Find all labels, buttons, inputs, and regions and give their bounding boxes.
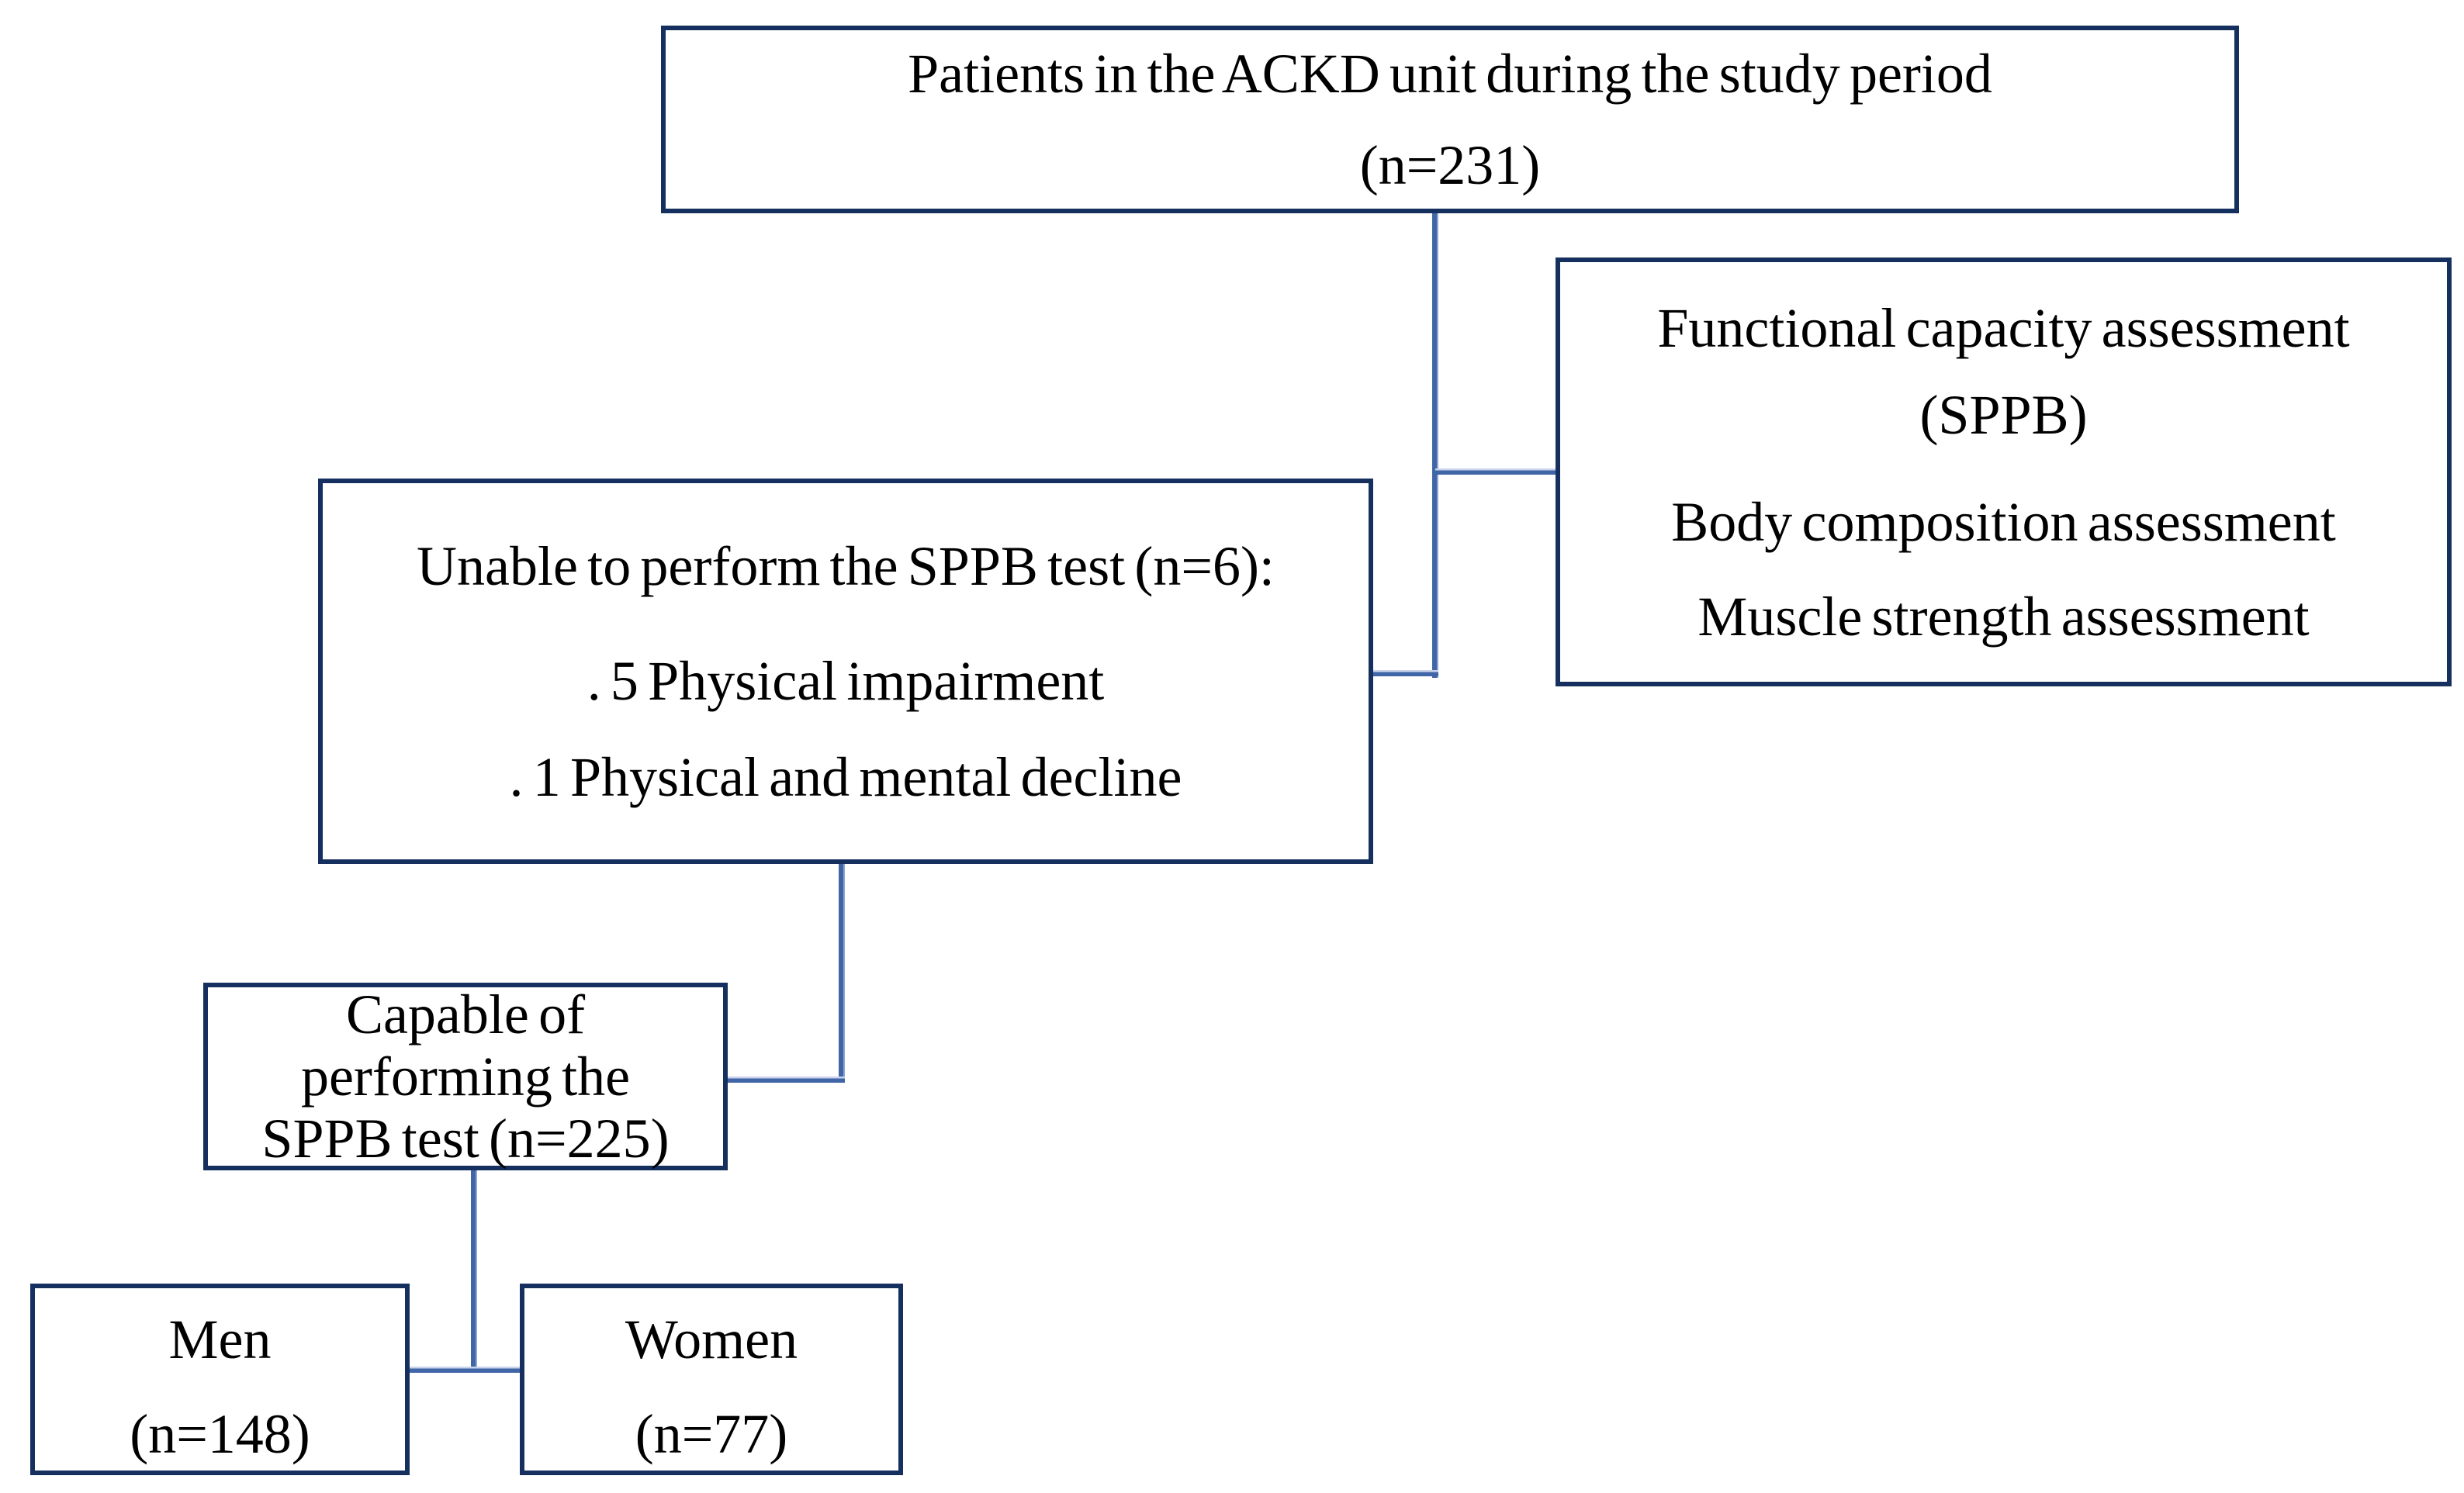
men-line-label: Men: [168, 1308, 272, 1370]
capable-line-1: Capable of: [345, 983, 586, 1045]
patients-line-count: (n=231): [1359, 134, 1541, 196]
box-assessments: Functional capacity assessment (SPPB) Bo…: [1556, 257, 2452, 686]
women-line-count: (n=77): [635, 1402, 788, 1465]
unable-line-title: Unable to perform the SPPB test (n=6):: [417, 534, 1275, 597]
women-line-label: Women: [625, 1308, 798, 1370]
connector-top-vertical: [1432, 213, 1438, 678]
men-line-count: (n=148): [130, 1402, 310, 1465]
unable-line-physical-mental-decline: . 1 Physical and mental decline: [509, 745, 1182, 808]
connector-men-women: [409, 1367, 526, 1373]
assessments-line-body-composition: Body composition assessment: [1671, 490, 2336, 553]
box-women: Women (n=77): [520, 1284, 903, 1475]
unable-line-physical-impairment: . 5 Physical impairment: [587, 649, 1105, 712]
capable-line-2: performing the: [300, 1045, 631, 1108]
connector-assessments-branch: [1435, 468, 1556, 475]
assessments-line-sppb: (SPPB): [1919, 383, 2088, 446]
capable-line-count: SPPB test (n=225): [261, 1108, 670, 1170]
assessments-line-functional: Functional capacity assessment: [1657, 296, 2350, 359]
box-patients-ackd-unit: Patients in the ACKD unit during the stu…: [661, 26, 2239, 213]
box-unable-to-perform: Unable to perform the SPPB test (n=6): .…: [318, 479, 1373, 864]
box-capable-of-performing: Capable of performing the SPPB test (n=2…: [203, 983, 728, 1170]
connector-capable-branch: [728, 1077, 845, 1083]
assessments-line-muscle-strength: Muscle strength assessment: [1697, 585, 2310, 648]
patients-line-title: Patients in the ACKD unit during the stu…: [908, 43, 1992, 105]
connector-unable-branch: [1373, 670, 1438, 676]
connector-capable-vertical: [471, 1170, 477, 1373]
box-men: Men (n=148): [30, 1284, 410, 1475]
connector-unable-vertical: [839, 864, 845, 1083]
